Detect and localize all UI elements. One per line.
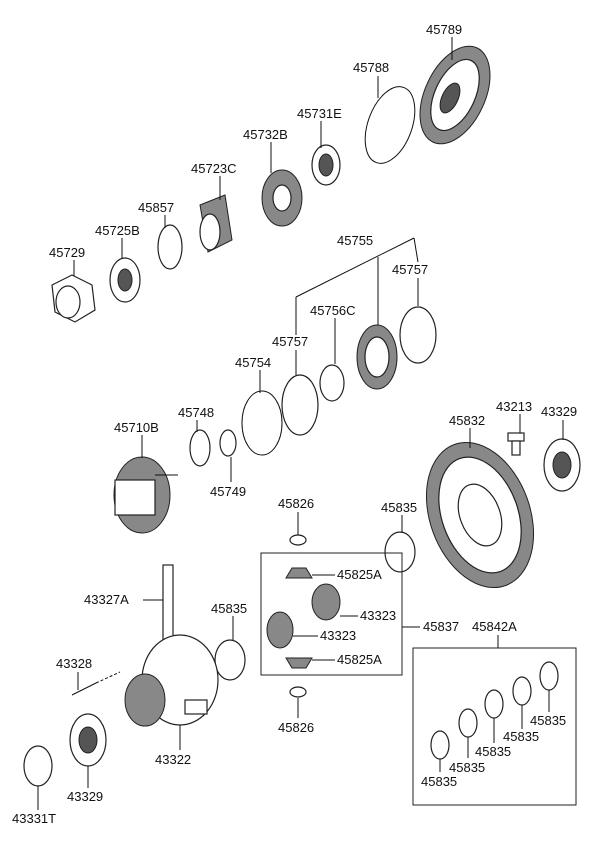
label-45842a: 45842A <box>472 619 517 634</box>
label-45826-a: 45826 <box>278 496 314 511</box>
part-45835-kit-5 <box>539 661 559 691</box>
part-45732b <box>261 169 303 227</box>
part-45835-kit-2 <box>458 708 478 738</box>
label-45832: 45832 <box>449 413 485 428</box>
leader-lines <box>37 37 564 810</box>
part-labels: 45789 45788 45731E 45732B 45723C 45857 4… <box>12 22 577 826</box>
part-43327a <box>162 564 174 641</box>
label-45835-kit-3: 45835 <box>475 744 511 759</box>
label-45826-b: 45826 <box>278 720 314 735</box>
part-45757-a <box>399 306 437 364</box>
label-45725b: 45725B <box>95 223 140 238</box>
label-43323-b: 43323 <box>320 628 356 643</box>
label-45723c: 45723C <box>191 161 237 176</box>
box-45842a <box>412 647 577 806</box>
part-45749 <box>219 429 237 457</box>
part-45835-b <box>214 639 246 681</box>
part-43328 <box>71 682 97 696</box>
label-45710b: 45710B <box>114 420 159 435</box>
label-43331t: 43331T <box>12 811 56 826</box>
label-45825a-b: 45825A <box>337 652 382 667</box>
label-45835-kit-5: 45835 <box>530 713 566 728</box>
label-43329-a: 43329 <box>541 404 577 419</box>
label-45835-kit-4: 45835 <box>503 729 539 744</box>
part-45835-kit-1 <box>430 730 450 760</box>
label-45835-kit-1: 45835 <box>421 774 457 789</box>
label-45788: 45788 <box>353 60 389 75</box>
label-43213: 43213 <box>496 399 532 414</box>
box-45837 <box>260 552 403 676</box>
part-43213 <box>507 432 525 456</box>
part-45756c-ring <box>319 364 345 402</box>
part-45826-a <box>289 534 307 546</box>
part-43331t <box>23 745 53 787</box>
label-43328: 43328 <box>56 656 92 671</box>
part-45825a-a <box>285 567 313 579</box>
label-45757-b: 45757 <box>272 334 308 349</box>
part-45826-b <box>289 686 307 698</box>
label-45749: 45749 <box>210 484 246 499</box>
label-45754: 45754 <box>235 355 271 370</box>
part-45789 <box>419 45 491 145</box>
label-43323-a: 43323 <box>360 608 396 623</box>
label-45748: 45748 <box>178 405 214 420</box>
part-45835-kit-3 <box>484 689 504 719</box>
part-43329-b <box>69 713 107 767</box>
part-45832 <box>425 441 535 589</box>
part-43329-a <box>543 438 581 492</box>
label-45835-kit-2: 45835 <box>449 760 485 775</box>
part-45710b <box>113 456 178 534</box>
part-45756c <box>356 324 398 390</box>
part-43322 <box>124 634 219 727</box>
label-45789: 45789 <box>426 22 462 37</box>
label-45731e: 45731E <box>297 106 342 121</box>
part-45723c <box>199 194 233 253</box>
label-43327a: 43327A <box>84 592 129 607</box>
part-45725b <box>109 257 141 303</box>
part-45757-b <box>281 374 319 436</box>
part-45754 <box>241 390 283 456</box>
label-45825a-a: 45825A <box>337 567 382 582</box>
part-45729 <box>51 274 96 323</box>
label-43329-b: 43329 <box>67 789 103 804</box>
label-45757-a: 45757 <box>392 262 428 277</box>
label-45756c: 45756C <box>310 303 356 318</box>
label-45835-b: 45835 <box>211 601 247 616</box>
part-45748 <box>189 429 211 467</box>
part-43323-a <box>311 583 341 621</box>
part-45835-kit-4 <box>512 676 532 706</box>
part-43323-b <box>266 611 294 649</box>
part-45857 <box>157 224 183 270</box>
label-45835-a: 45835 <box>381 500 417 515</box>
label-45729: 45729 <box>49 245 85 260</box>
label-43322: 43322 <box>155 752 191 767</box>
part-45731e <box>311 144 341 186</box>
label-45837: 45837 <box>423 619 459 634</box>
part-45835-a <box>384 531 416 573</box>
part-45788 <box>364 86 416 164</box>
label-45732b: 45732B <box>243 127 288 142</box>
part-45825a-b <box>285 657 313 669</box>
label-45857: 45857 <box>138 200 174 215</box>
label-45755: 45755 <box>337 233 373 248</box>
